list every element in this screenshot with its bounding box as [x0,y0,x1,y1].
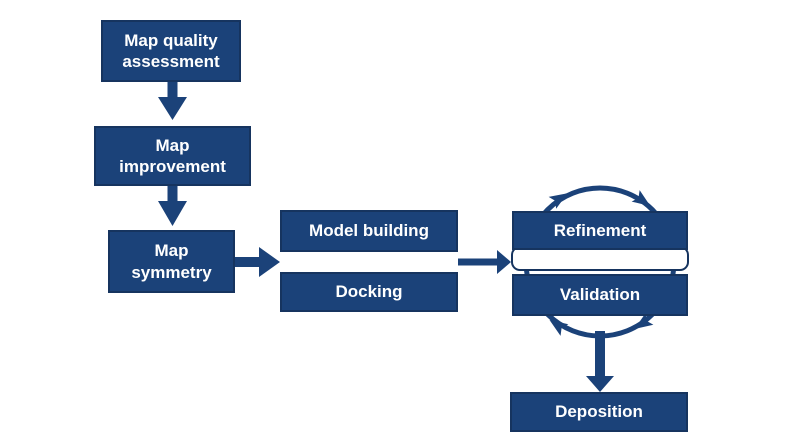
flow-box-map-improvement: Map improvement [94,126,251,186]
flow-box-label: Docking [335,282,403,302]
flow-box-docking: Docking [280,272,458,312]
flow-box-label: Map symmetry [131,241,212,282]
flow-box-validation: Validation [512,274,688,316]
down-arrow-quality-to-improvement-icon [158,82,187,120]
cycle-arrowhead-top-right-icon [631,190,651,207]
flow-box-label: Map quality assessment [122,30,220,71]
right-arrow-symmetry-to-modeling-icon [235,247,280,277]
flow-box-label: Map improvement [119,135,226,176]
flow-box-label: Refinement [553,220,647,240]
cycle-arrowhead-top-left-icon [548,193,568,209]
down-arrow-cycle-to-deposition-icon [586,331,614,392]
flow-box-deposition: Deposition [510,392,688,432]
flow-box-map-symmetry: Map symmetry [108,230,235,293]
flow-box-label: Model building [309,221,429,241]
flow-box-label: Validation [559,285,641,305]
cycle-arrowhead-bottom-left-icon [549,319,569,336]
right-arrow-modeling-to-cycle-icon [458,250,511,274]
down-arrow-improvement-to-symmetry-icon [158,186,187,226]
cycle-arrowhead-bottom-right-icon [634,313,654,330]
flow-box-map-quality-assessment: Map quality assessment [101,20,241,82]
flow-box-label: Deposition [555,402,643,422]
flow-box-refinement: Refinement [512,211,688,250]
flow-box-model-building: Model building [280,210,458,252]
